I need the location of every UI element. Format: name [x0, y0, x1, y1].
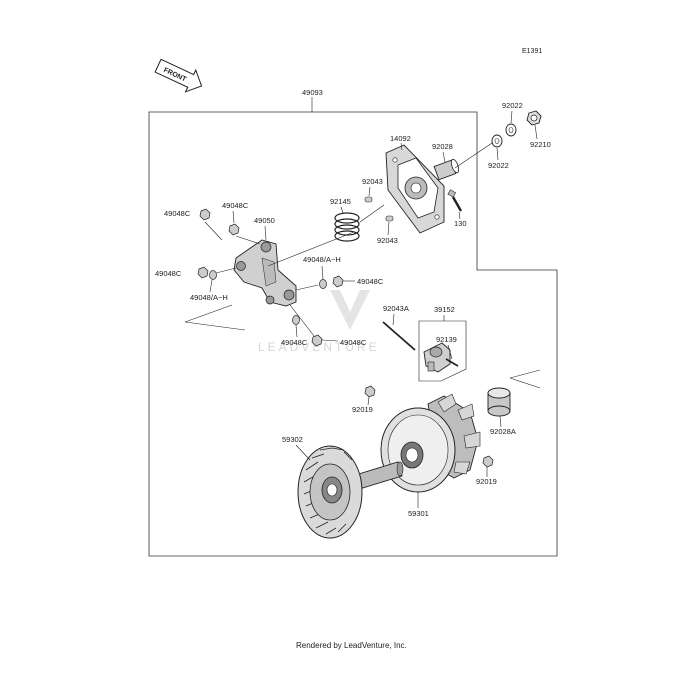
label-92022-lower: 92022 — [488, 161, 509, 170]
leader-49048c-b — [232, 210, 235, 224]
label-59302: 59302 — [282, 435, 303, 444]
label-59301: 59301 — [408, 509, 429, 518]
leader-92019-upper — [367, 396, 370, 406]
label-92019-upper: 92019 — [352, 405, 373, 414]
leader-92043-lower — [387, 221, 390, 236]
leader-92043-upper — [368, 186, 371, 197]
bushing-92028a — [487, 387, 511, 417]
leader-92210 — [534, 124, 538, 140]
nut-92019-upper — [364, 385, 376, 398]
watermark-logo — [330, 290, 370, 330]
label-49048c-f: 49048C — [340, 338, 367, 347]
label-92043-lower: 92043 — [377, 236, 398, 245]
arm-49050 — [233, 239, 297, 307]
ref-line-right-lower — [509, 377, 541, 389]
ref-line-right-upper — [509, 369, 541, 379]
roller-49048ah-bottom — [292, 315, 300, 325]
roller-49048ah-left — [209, 270, 217, 280]
bracket-39152 — [418, 320, 467, 382]
washer-92022-lower — [491, 134, 503, 148]
leader-49048ah-right — [321, 265, 324, 280]
weight-assembly-39152 — [423, 342, 451, 373]
label-49093: 49093 — [302, 88, 323, 97]
label-92028a: 92028A — [490, 427, 516, 436]
leader-92028 — [442, 151, 446, 163]
axis-line-spring — [359, 204, 385, 223]
leader-92145 — [340, 206, 344, 214]
label-92145: 92145 — [330, 197, 351, 206]
cover-plate-14092 — [385, 144, 445, 234]
label-92043-upper: 92043 — [362, 177, 383, 186]
watermark-text: LEADVENTURE — [258, 340, 380, 354]
axis-line-arm-spring — [267, 231, 355, 267]
nut-49048c-b — [228, 223, 240, 236]
label-49048c-a: 49048C — [164, 209, 191, 218]
spring-92145 — [334, 212, 360, 242]
leader-92022-upper — [510, 110, 513, 124]
leader-49050 — [264, 225, 267, 241]
diagram-code: E1391 — [522, 48, 542, 55]
label-92210: 92210 — [530, 140, 551, 149]
watermark: LEADVENTURE — [258, 290, 380, 354]
nut-49048c-e — [311, 334, 323, 347]
label-39152: 39152 — [434, 305, 455, 314]
assembly-frame — [148, 111, 558, 557]
ref-line-left-upper — [184, 304, 233, 323]
pin-92139 — [445, 358, 459, 367]
leader-14092 — [400, 142, 403, 151]
label-130: 130 — [454, 219, 467, 228]
label-92139: 92139 — [436, 335, 457, 344]
dowel-92043-lower — [385, 215, 394, 222]
leader-130 — [458, 211, 461, 220]
leader-92043a — [392, 313, 395, 326]
label-92028: 92028 — [432, 142, 453, 151]
label-14092: 14092 — [390, 134, 411, 143]
leader-92139 — [447, 344, 453, 360]
axis-line-nut-a — [204, 221, 223, 241]
footer-credit: Rendered by LeadVenture, Inc. — [296, 641, 407, 650]
front-arrow-icon: FRONT — [154, 58, 203, 93]
label-49050: 49050 — [254, 216, 275, 225]
fixed-sheave-59302 — [297, 445, 404, 539]
pin-92043a — [382, 321, 416, 351]
label-49048ah-right: 49048/A~H — [303, 255, 341, 264]
roller-49048ah-right — [319, 279, 327, 289]
washer-92022-upper — [505, 123, 517, 137]
nut-92210 — [526, 110, 542, 126]
label-49048c-b: 49048C — [222, 201, 249, 210]
leader-59302 — [295, 444, 311, 461]
nut-49048c-c — [197, 266, 209, 279]
bolt-130 — [447, 189, 463, 212]
axis-line-roller-right — [295, 284, 319, 291]
axis-line-upper — [454, 142, 493, 169]
ref-line-left-lower — [184, 321, 246, 331]
label-49048c-d: 49048C — [357, 277, 384, 286]
leader-49048c-f — [321, 339, 339, 342]
nut-49048c-d — [332, 275, 344, 288]
leader-92028a — [499, 415, 502, 428]
label-92022-upper: 92022 — [502, 101, 523, 110]
bushing-92028 — [433, 158, 460, 181]
axis-line-roller-left — [215, 267, 237, 274]
nut-49048c-a — [199, 208, 211, 221]
label-92019-lower: 92019 — [476, 477, 497, 486]
label-92043a: 92043A — [383, 304, 409, 313]
leader-92022-lower — [496, 147, 499, 161]
axis-line-bottom — [289, 304, 315, 337]
label-49048ah-left: 49048/A~H — [190, 293, 228, 302]
dowel-92043-upper — [364, 196, 373, 203]
leader-49048c-e — [295, 324, 298, 338]
axis-line-nut-b — [235, 235, 261, 245]
label-49048c-c: 49048C — [155, 269, 182, 278]
leader-49048ah-left — [209, 279, 213, 293]
nut-92019-lower — [482, 455, 494, 468]
label-49048c-e: 49048C — [281, 338, 308, 347]
